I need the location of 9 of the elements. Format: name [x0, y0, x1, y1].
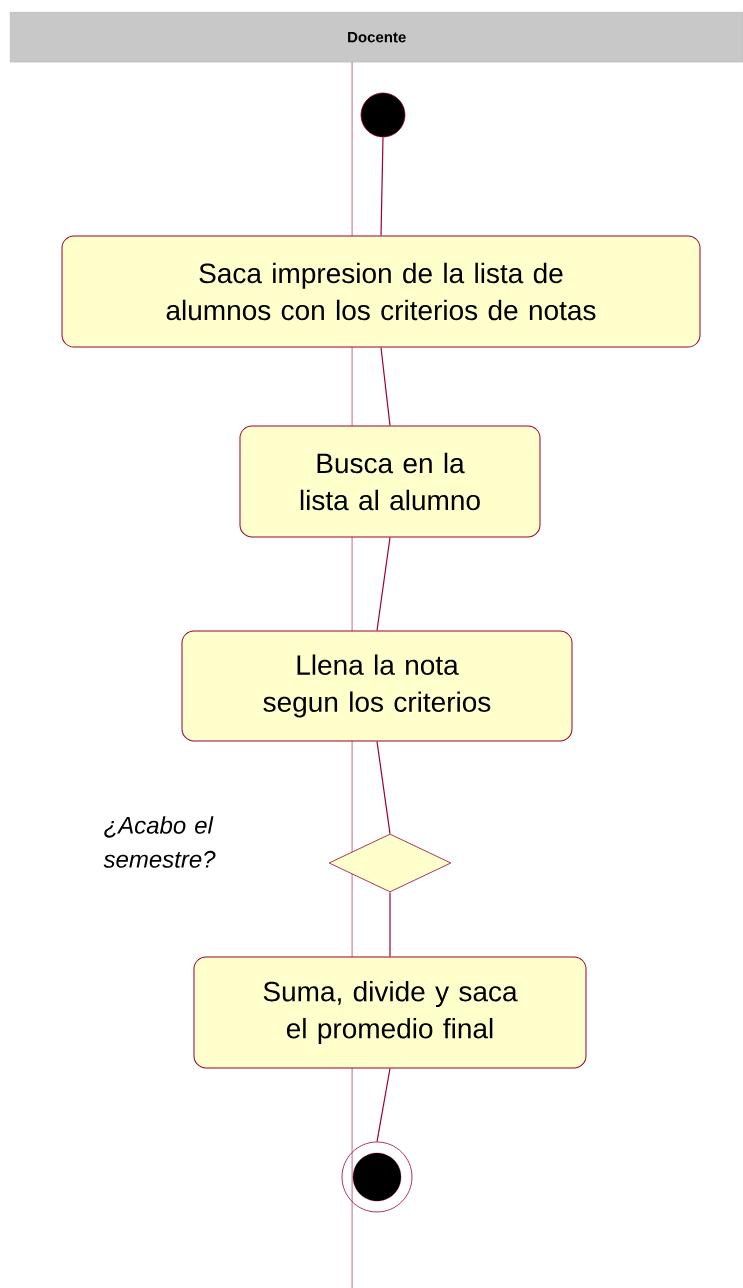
activity-box: Busca en la lista al alumno [239, 425, 541, 538]
final-node [341, 1141, 413, 1213]
decision-diamond [328, 833, 452, 893]
activity-box: Suma, divide y saca el promedio final [193, 956, 587, 1069]
activity-box: Saca impresion de la lista de alumnos con los criterios de notas [61, 235, 701, 348]
activity-box: Llena la nota segun los criterios [181, 630, 573, 742]
decision-label: ¿Acabo el semestre? [103, 816, 216, 868]
start-node [360, 92, 406, 138]
lane-header: Docente [10, 12, 743, 63]
